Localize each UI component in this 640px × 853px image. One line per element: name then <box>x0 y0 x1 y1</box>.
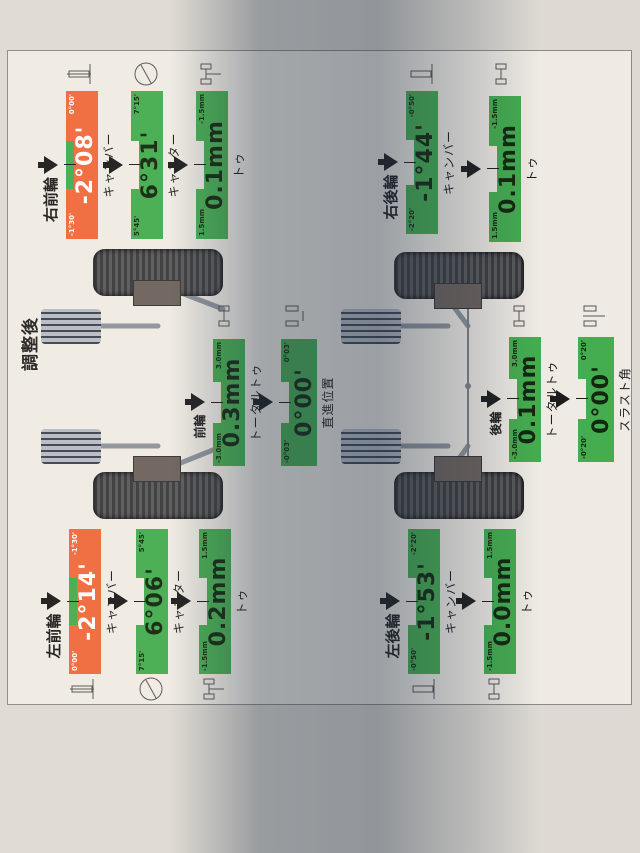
arrow-down-icon <box>467 160 481 178</box>
toe-icon <box>495 63 507 85</box>
gauge-label: トゥ <box>235 588 249 615</box>
arrow-down-icon <box>114 592 128 611</box>
toe-icon <box>200 63 221 85</box>
arrow-down-icon <box>47 592 61 611</box>
gauge-label: 直進位置 <box>321 376 335 429</box>
arrow-down-icon <box>259 393 273 412</box>
rear-left-camber-gauge: 左後輪 -0°50'-2°20'-1°53' キャンバー <box>384 529 459 674</box>
tie-rod-joint <box>465 383 471 389</box>
gauge-label: トゥ <box>525 156 539 183</box>
camber-icon <box>412 679 435 699</box>
rear-left-hub <box>434 456 482 482</box>
gauge-label: トゥ <box>520 588 534 615</box>
thrust-icon <box>583 305 605 327</box>
front-left-hub <box>133 456 181 482</box>
front-straight-ahead-gauge: -0°03' 0°03'0°00' 直進位置 <box>259 339 336 466</box>
axle-label-front: 前輪 <box>193 414 207 439</box>
front-right-hub <box>133 280 181 306</box>
camber-icon <box>70 679 94 699</box>
toe-icon <box>513 305 525 327</box>
gauge-bar-out-of-spec: -1°30'0°00'-2°08' <box>66 91 98 239</box>
gauge-bar: 7°15'5°45'6°06' <box>136 529 168 674</box>
steering-icon <box>285 305 304 327</box>
alignment-report-page: 調整後 右前輪 -1°30'0 <box>7 50 632 705</box>
gauge-bar: -0°03' 0°03'0°00' <box>281 339 317 466</box>
gauge-value: 0.1mm <box>496 124 521 214</box>
gauge-label: キャンバー <box>442 130 456 196</box>
rear-right-hub <box>434 283 482 309</box>
gauge-value: -2°14' <box>76 562 101 641</box>
rear-left-spring <box>341 429 401 464</box>
gauge-value: 0°00' <box>589 365 614 434</box>
gauge-bar: -2°20'-0°50'-1°44' <box>406 91 438 234</box>
arrow-down-icon <box>177 592 191 611</box>
gauge-label: スラスト角 <box>618 367 632 432</box>
gauge-value: 6°31' <box>138 130 163 200</box>
gauge-value: 0.1mm <box>203 120 228 210</box>
gauge-value: 0.0mm <box>491 556 516 647</box>
caster-icon <box>139 677 163 701</box>
rear-thrust-angle-gauge: -0°20' 0°20'0°00' スラスト角 <box>556 337 633 462</box>
camber-icon <box>410 64 433 84</box>
arrow-down-icon <box>109 156 123 174</box>
toe-icon <box>218 305 230 327</box>
gauge-value: 0.1mm <box>516 354 541 445</box>
rear-right-spring <box>341 309 401 344</box>
arrow-down-icon <box>191 393 205 412</box>
gauge-bar: -0°50'-2°20'-1°53' <box>408 529 440 674</box>
range-left: -0°03' <box>283 439 291 463</box>
front-left-spring <box>41 429 101 464</box>
rear-right-camber-gauge: 右後輪 -2°20'-0°50'-1°44' キャンバー <box>382 91 457 234</box>
gauge-value: -1°44' <box>413 123 438 202</box>
axle-label-rear: 後輪 <box>489 411 503 436</box>
range-right: 0°03' <box>283 342 291 363</box>
camber-icon <box>67 64 91 84</box>
gauge-value: 0°00' <box>292 368 317 437</box>
gauge-bar: -0°20' 0°20'0°00' <box>578 337 614 462</box>
wheel-label-rear-right: 右後輪 <box>382 174 400 220</box>
tolerance-notch <box>281 382 289 423</box>
gauge-bar-out-of-spec: 0°00'-1°30'-2°14' <box>69 529 101 674</box>
arrow-down-icon <box>462 592 476 611</box>
front-right-spring <box>41 309 101 344</box>
gauge-value: 6°06' <box>143 567 168 636</box>
gauge-value: 0.3mm <box>220 357 245 448</box>
tolerance-notch <box>578 379 586 420</box>
gauge-value: -1°53' <box>415 562 440 641</box>
arrow-down-icon <box>384 153 398 172</box>
arrow-down-icon <box>487 390 501 409</box>
range-right: 0°20' <box>580 340 588 361</box>
toe-icon <box>488 678 500 700</box>
toe-icon <box>203 678 224 700</box>
gauge-value: 0.2mm <box>206 556 231 647</box>
wheel-label-rear-left: 左後輪 <box>384 613 402 659</box>
arrow-down-icon <box>556 390 570 409</box>
gauge-bar: 5°45'7°15'6°31' <box>131 91 163 239</box>
arrow-down-icon <box>386 592 400 611</box>
arrow-down-icon <box>174 156 188 174</box>
arrow-down-icon <box>44 156 58 174</box>
range-left: -0°20' <box>580 435 588 459</box>
caster-icon <box>134 62 158 86</box>
wheel-label-front-left: 左前輪 <box>45 613 63 659</box>
wheel-label-front-right: 右前輪 <box>42 177 60 223</box>
gauge-label: トゥ <box>232 152 246 179</box>
gauge-value: -2°08' <box>73 125 98 205</box>
